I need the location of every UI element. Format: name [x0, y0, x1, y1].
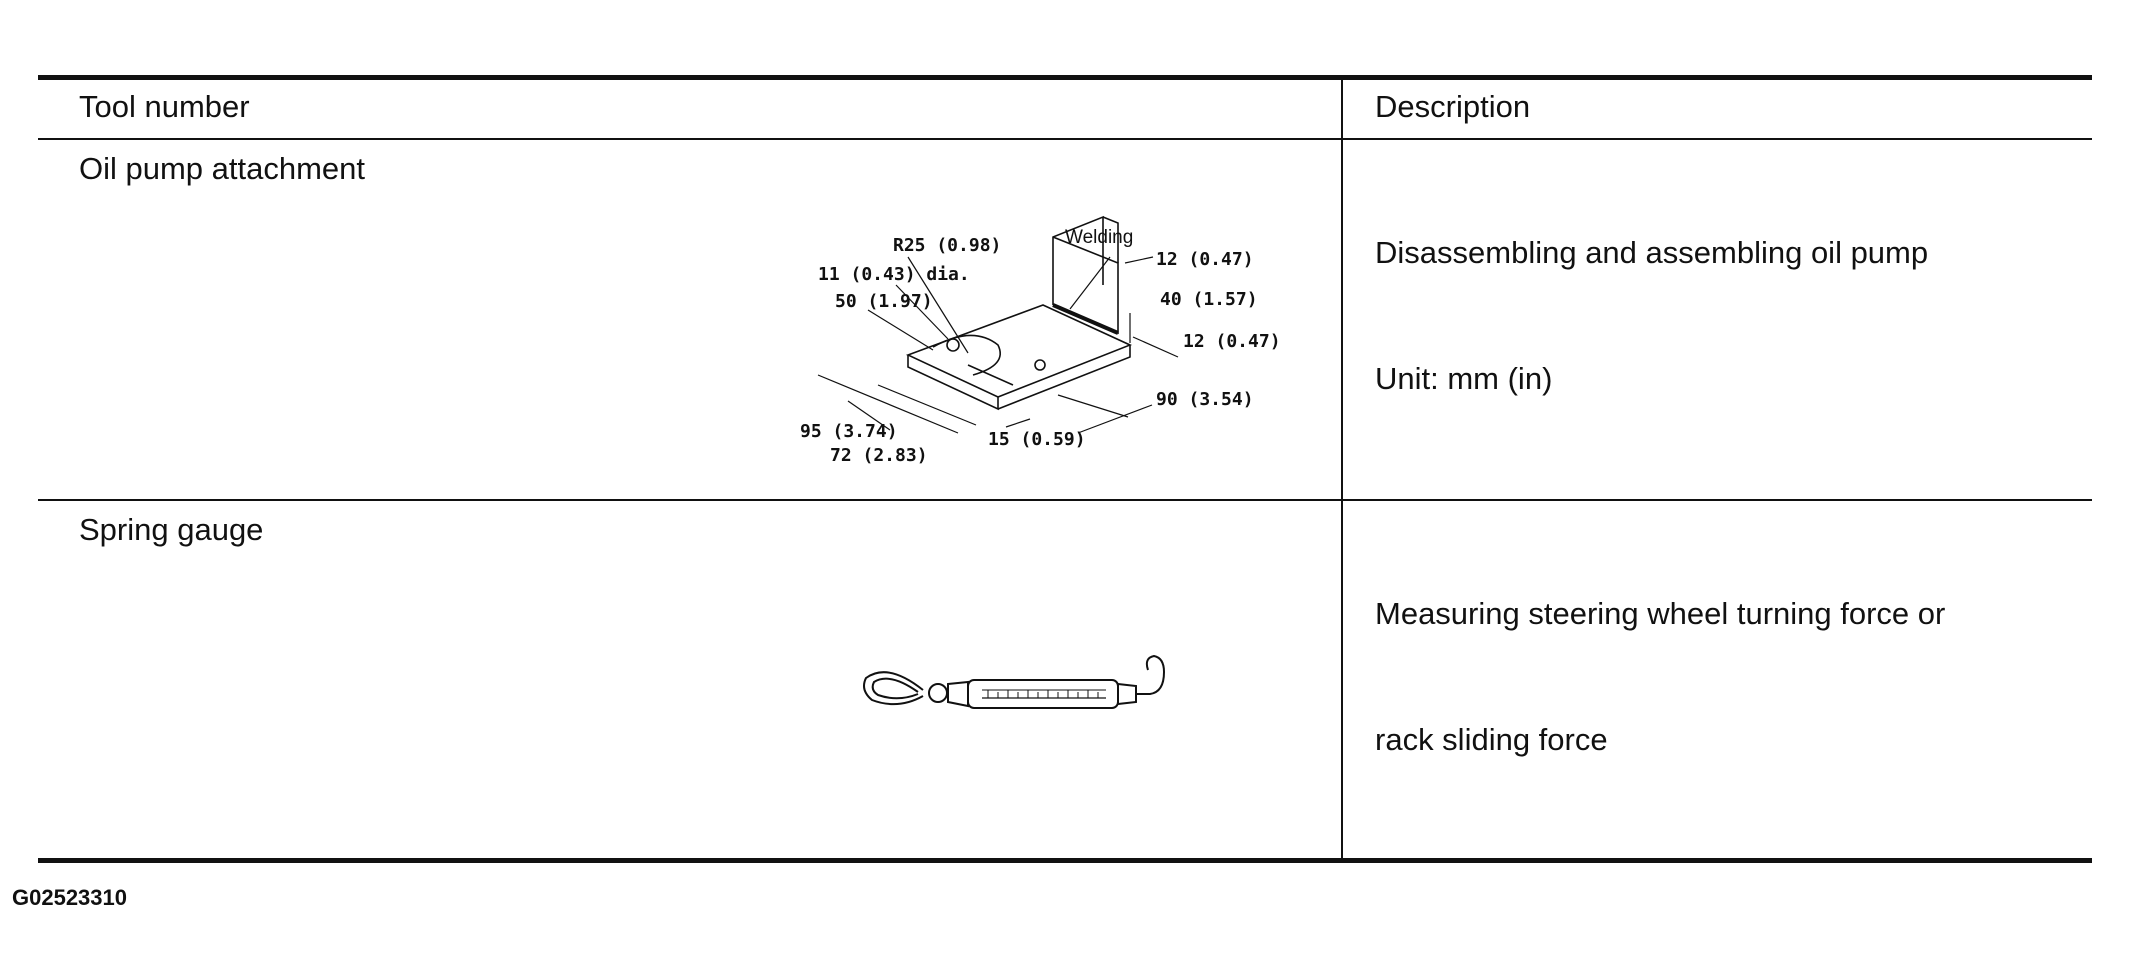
header-description: Description: [1375, 89, 1531, 124]
description-oil-pump: Disassembling and assembling oil pump Un…: [1375, 148, 1928, 484]
tool-oil-pump-attachment: Oil pump attachment: [79, 151, 366, 186]
row-divider: [38, 499, 2092, 501]
dim-12-side: 12 (0.47): [1183, 331, 1281, 352]
dim-72: 72 (2.83): [830, 445, 928, 466]
column-divider: [1341, 75, 1343, 860]
dim-15: 15 (0.59): [988, 429, 1086, 450]
tool-spring-gauge: Spring gauge: [79, 512, 264, 547]
dim-95: 95 (3.74): [800, 421, 898, 442]
table-top-rule: [38, 75, 2092, 80]
dim-50: 50 (1.97): [835, 291, 933, 312]
dim-hole-dia: 11 (0.43) dia.: [818, 264, 970, 285]
oil-pump-attachment-illustration: R25 (0.98) Welding 11 (0.43) dia. 50 (1.…: [800, 215, 1281, 466]
special-tools-table: Tool number Description Oil pump attachm…: [38, 75, 2092, 863]
spring-gauge-illustration: [863, 654, 1166, 709]
dim-40: 40 (1.57): [1160, 289, 1258, 310]
description-line: Disassembling and assembling oil pump: [1375, 235, 1929, 270]
dim-r25: R25 (0.98): [893, 235, 1001, 256]
description-line: rack sliding force: [1375, 722, 1608, 757]
label-welding: Welding: [1065, 227, 1133, 248]
dim-90: 90 (3.54): [1156, 389, 1254, 410]
description-line: Measuring steering wheel turning force o…: [1375, 596, 1946, 631]
description-line: Unit: mm (in): [1375, 361, 1553, 396]
dim-12-top: 12 (0.47): [1156, 249, 1254, 270]
header-divider: [38, 138, 2092, 140]
table-bottom-rule: [38, 858, 2092, 863]
header-tool-number: Tool number: [79, 89, 250, 124]
figure-code: G02523310: [12, 885, 127, 910]
description-spring-gauge: Measuring steering wheel turning force o…: [1375, 509, 1945, 845]
